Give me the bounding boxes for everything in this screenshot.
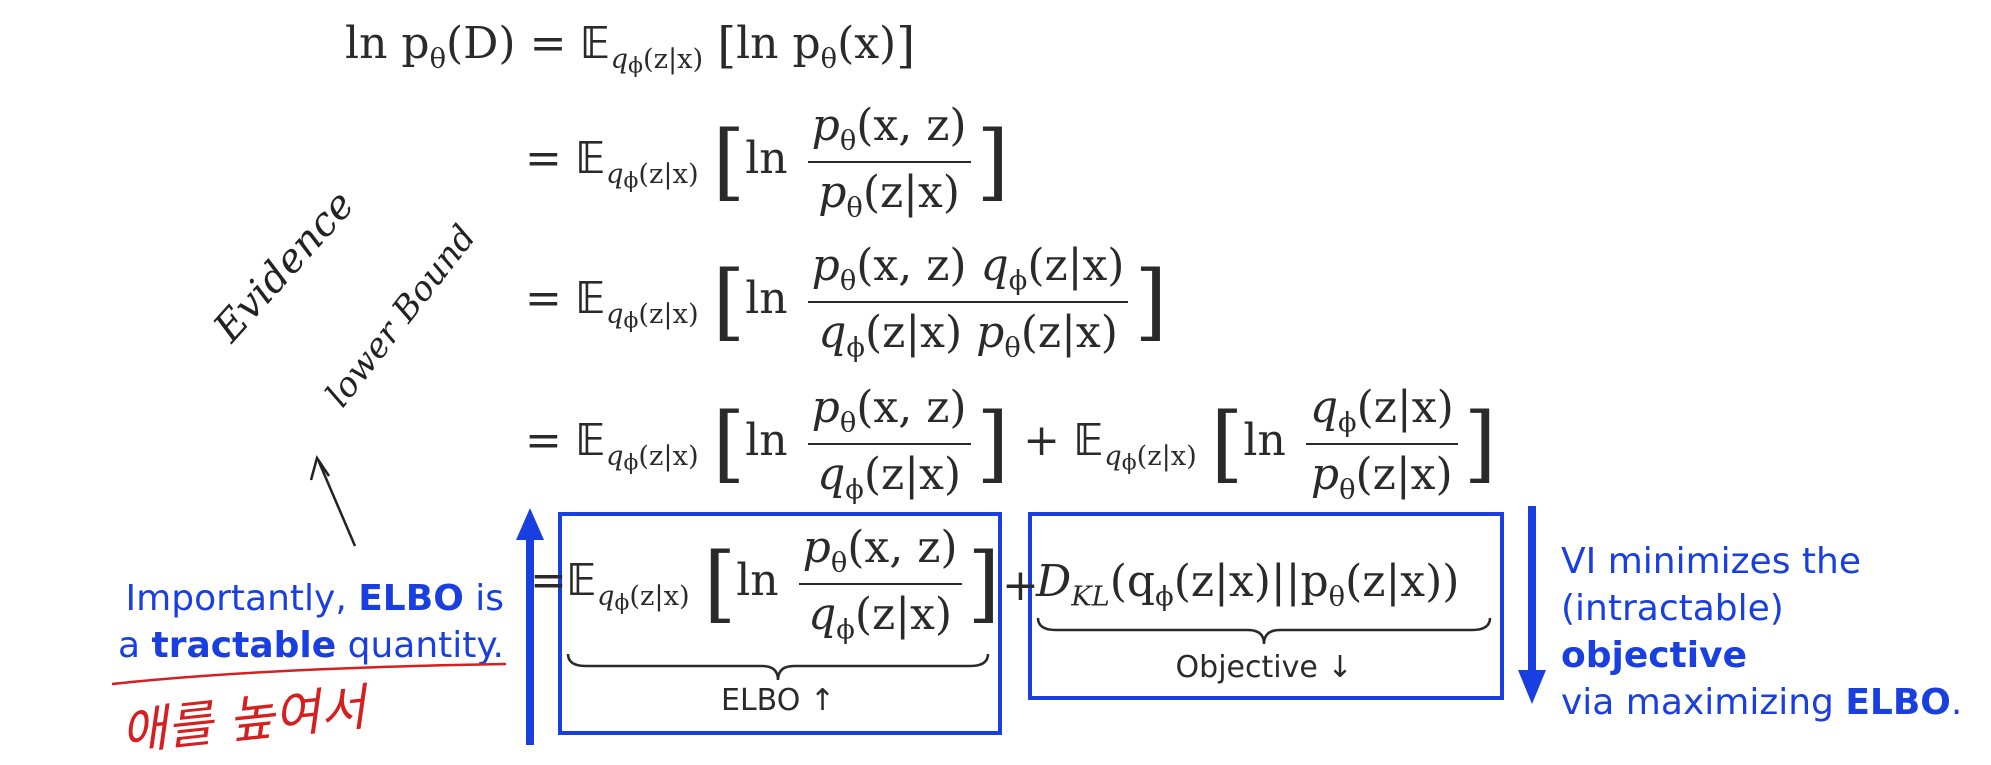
left-note-line-2: a tractable quantity.: [118, 625, 504, 666]
right-note-line-2: (intractable) objective: [1561, 588, 1784, 676]
objective-underbrace: [1036, 617, 1492, 645]
equation-line-4: = 𝔼qϕ(z|x) [ln pθ(x, z) qϕ(z|x) ] + 𝔼qϕ(…: [525, 382, 1497, 506]
fraction: pθ(x, z) pθ(z|x): [807, 100, 971, 223]
handwritten-underline: [111, 662, 507, 686]
plus-sign: +: [1002, 560, 1039, 611]
up-arrow-icon: [516, 508, 544, 745]
left-note: Importantly, ELBO is a tractable quantit…: [104, 575, 504, 669]
objective-label: Objective ↓: [1175, 650, 1353, 685]
handwritten-arrow-icon: [309, 455, 357, 547]
right-note-line-3: via maximizing ELBO.: [1561, 682, 1963, 723]
elbo-underbrace: [566, 653, 990, 681]
fraction: pθ(x, z) qϕ(z|x) qϕ(z|x) pθ(z|x): [807, 240, 1129, 363]
objective-box: [1028, 512, 1504, 700]
down-arrow-icon: [1518, 506, 1546, 704]
elbo-label: ELBO ↑: [720, 683, 835, 718]
handwritten-annotation-evidence: Evidence: [205, 181, 364, 351]
right-note: VI minimizes the (intractable) objective…: [1561, 538, 1981, 726]
left-note-line-1: Importantly, ELBO is: [125, 578, 504, 619]
right-note-line-1: VI minimizes the: [1561, 541, 1861, 582]
equation-line-1: ln pθ(D) = 𝔼qϕ(z|x) [ln pθ(x)]: [345, 18, 916, 78]
handwritten-annotation-lower-bound: lower Bound: [318, 217, 485, 415]
equation-line-3: = 𝔼qϕ(z|x) [ln pθ(x, z) qϕ(z|x) qϕ(z|x) …: [525, 240, 1168, 364]
lhs: ln pθ(D): [345, 18, 516, 75]
elbo-box: [558, 512, 1002, 735]
equation-line-2: = 𝔼qϕ(z|x) [ln pθ(x, z) pθ(z|x) ]: [525, 100, 1010, 224]
equation-line-5: =𝔼qϕ(z|x) [ln pθ(x, z) qϕ(z|x) ]: [530, 522, 1001, 646]
expectation-symbol: 𝔼: [580, 18, 611, 69]
kl-divergence: DKL(qϕ(z|x)||pθ(z|x)): [1036, 556, 1460, 613]
